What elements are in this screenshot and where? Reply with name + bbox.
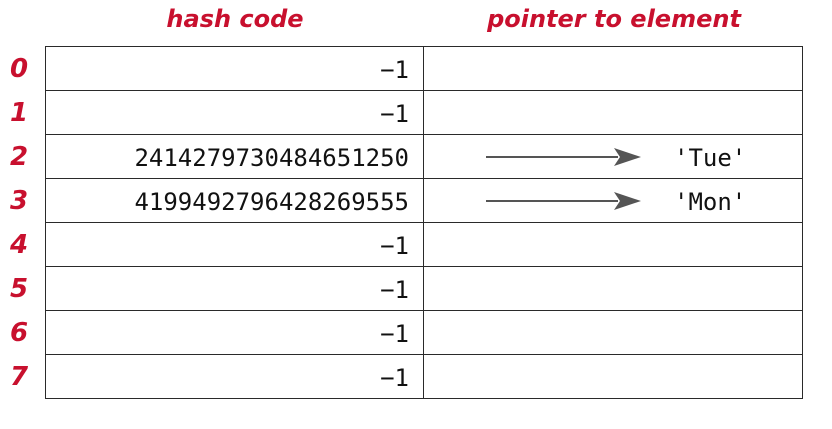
row-index: 7 [9, 362, 29, 392]
hash-cell: −1 [46, 223, 424, 266]
pointer-header: pointer to element [487, 5, 741, 33]
hash-table: 0 −1 1 −1 2 2414279730484651250 'Tue' 3 … [10, 46, 803, 399]
table-row-5: 5 −1 [10, 267, 803, 311]
table-row-3: 3 4199492796428269555 'Mon' [10, 179, 803, 223]
element-label: 'Mon' [674, 188, 747, 216]
hash-cell: −1 [46, 311, 424, 354]
row-index: 5 [9, 274, 29, 304]
table-row-1: 1 −1 [10, 91, 803, 135]
table-row-2: 2 2414279730484651250 'Tue' [10, 135, 803, 179]
pointer-cell: 'Mon' [424, 179, 802, 222]
pointer-cell [424, 47, 802, 90]
hash-cell: −1 [46, 355, 424, 398]
pointer-cell [424, 355, 802, 398]
hash-cell: −1 [46, 267, 424, 310]
row-index: 2 [9, 142, 29, 172]
hash-cell: 2414279730484651250 [46, 135, 424, 178]
hash-code-header: hash code [166, 5, 304, 33]
pointer-arrow-icon [486, 192, 641, 210]
pointer-cell [424, 267, 802, 310]
pointer-cell [424, 91, 802, 134]
row-index: 4 [9, 230, 29, 260]
hash-cell: −1 [46, 47, 424, 90]
table-row-4: 4 −1 [10, 223, 803, 267]
pointer-cell: 'Tue' [424, 135, 802, 178]
hash-cell: 4199492796428269555 [46, 179, 424, 222]
pointer-arrow-icon [486, 148, 641, 166]
element-label: 'Tue' [674, 144, 747, 172]
table-row-7: 7 −1 [10, 355, 803, 399]
table-row-0: 0 −1 [10, 47, 803, 91]
pointer-cell [424, 223, 802, 266]
pointer-cell [424, 311, 802, 354]
row-index: 6 [9, 318, 29, 348]
row-index: 0 [9, 54, 29, 84]
table-row-6: 6 −1 [10, 311, 803, 355]
row-index: 1 [9, 98, 29, 128]
hash-cell: −1 [46, 91, 424, 134]
row-index: 3 [9, 186, 29, 216]
